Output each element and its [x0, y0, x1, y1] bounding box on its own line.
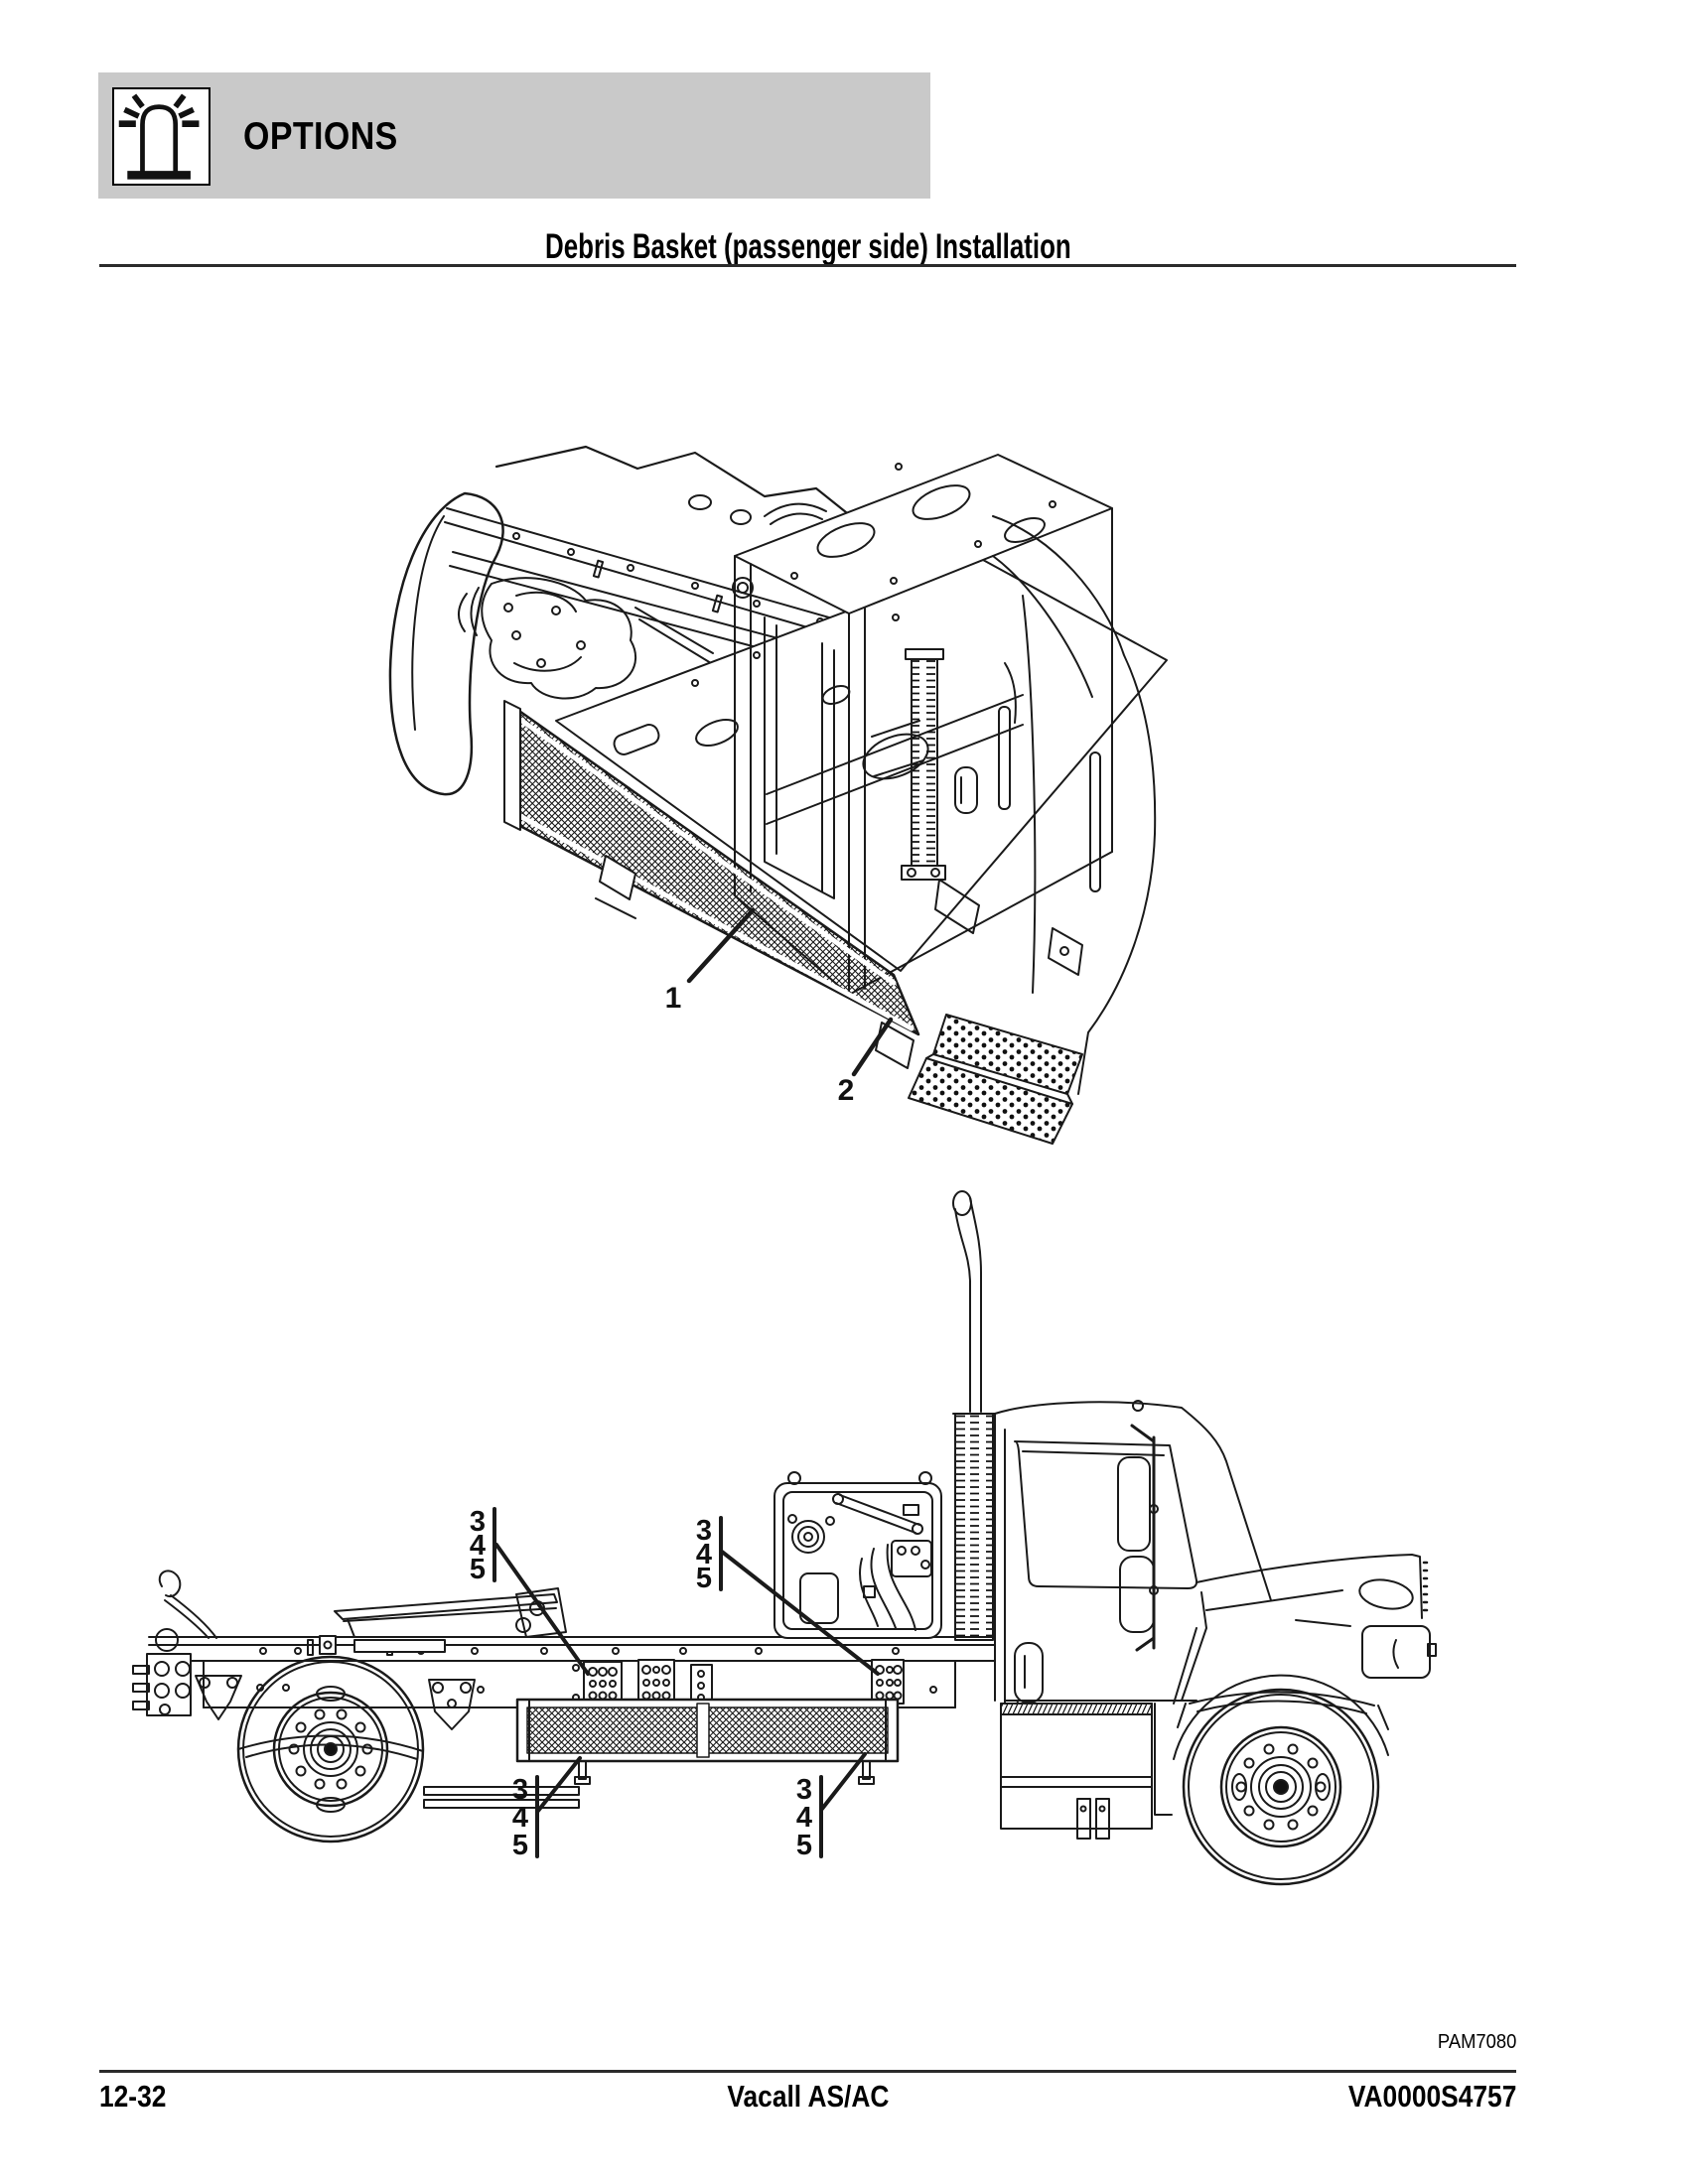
callout-5: 5 — [470, 1554, 486, 1585]
callout-group-bl: 3 4 5 — [512, 1756, 582, 1861]
cab-fragment — [954, 515, 1157, 1095]
figure-reference-code: PAM7080 — [1437, 2031, 1516, 2053]
front-suspension — [1177, 1691, 1389, 1730]
fender-outline — [388, 491, 504, 796]
callout-1-leader — [686, 907, 756, 984]
callout-2: 2 — [838, 1017, 894, 1107]
subframe-deck — [555, 559, 1168, 972]
cab-side — [994, 1400, 1272, 1757]
beacon-light-icon — [118, 93, 200, 180]
callout-group-tl: 3 4 5 — [470, 1506, 590, 1676]
iso-figure: 1 2 — [388, 445, 1168, 1145]
front-wheel — [1182, 1688, 1380, 1886]
exhaust-stack — [952, 1190, 996, 1641]
debris-basket-iso — [503, 700, 920, 1069]
front-fender-arch — [1173, 1674, 1389, 1760]
callout-4: 4 — [796, 1802, 812, 1834]
callout-3: 3 — [696, 1515, 712, 1547]
boom-rest — [334, 1587, 567, 1638]
chassis-frame — [148, 1635, 996, 1708]
hood — [1173, 1554, 1429, 1760]
callout-group-tr: 3 4 5 — [696, 1515, 880, 1676]
callout-3: 3 — [796, 1774, 812, 1806]
pump-module-frame — [732, 454, 1113, 996]
beacon-icon-box — [112, 87, 211, 186]
callout-1-label: 1 — [665, 982, 682, 1015]
callout-5: 5 — [696, 1563, 712, 1594]
callout-group-br-leader — [820, 1752, 867, 1811]
callout-5: 5 — [796, 1830, 812, 1861]
callout-group-tr-leader — [720, 1550, 880, 1676]
callout-group-bl-leader — [536, 1756, 582, 1813]
rear-suspension — [195, 1675, 580, 1809]
fuel-tank-box — [1000, 1703, 1173, 1840]
page-title: Debris Basket (passenger side) Installat… — [544, 227, 1071, 266]
headlight — [1358, 1578, 1414, 1610]
callout-1: 1 — [665, 907, 756, 1015]
grille-dots — [1422, 1561, 1429, 1612]
footer-rule — [99, 2070, 1516, 2073]
footer-document-number: VA0000S4757 — [1347, 2079, 1516, 2114]
callout-3: 3 — [470, 1506, 486, 1538]
title-rule — [99, 264, 1516, 267]
section-label: OPTIONS — [243, 115, 398, 158]
entry-steps — [908, 1014, 1083, 1145]
pump-module-side — [774, 1471, 942, 1639]
callout-2-label: 2 — [838, 1074, 855, 1107]
callout-2-leader — [851, 1017, 894, 1077]
tow-hook-cable — [158, 1570, 217, 1639]
side-view-figure: 3 4 5 3 4 5 3 4 5 — [132, 1190, 1437, 1886]
callout-4: 4 — [470, 1530, 486, 1562]
page-title-row: Debris Basket (passenger side) Installat… — [99, 227, 1516, 267]
debris-basket-side — [515, 1698, 900, 1785]
suspension-bracket-cluster — [458, 577, 714, 700]
mounting-plates — [572, 1659, 905, 1707]
rear-crossmember — [132, 1628, 192, 1716]
footer-product-row: Vacall AS/AC — [99, 2079, 1516, 2115]
callout-3: 3 — [512, 1774, 528, 1806]
callout-4: 4 — [512, 1802, 528, 1834]
footer-page-number: 12-32 — [99, 2079, 167, 2114]
callout-5: 5 — [512, 1830, 528, 1861]
callout-group-tl-leader — [494, 1543, 590, 1676]
callout-4: 4 — [696, 1539, 712, 1570]
rear-wheel — [236, 1655, 425, 1843]
callout-group-br: 3 4 5 — [796, 1752, 867, 1861]
front-bumper — [1295, 1619, 1437, 1679]
footer-product-name: Vacall AS/AC — [726, 2079, 890, 2114]
heat-shield-column-iso — [901, 648, 980, 934]
header-section-bar — [98, 72, 930, 199]
